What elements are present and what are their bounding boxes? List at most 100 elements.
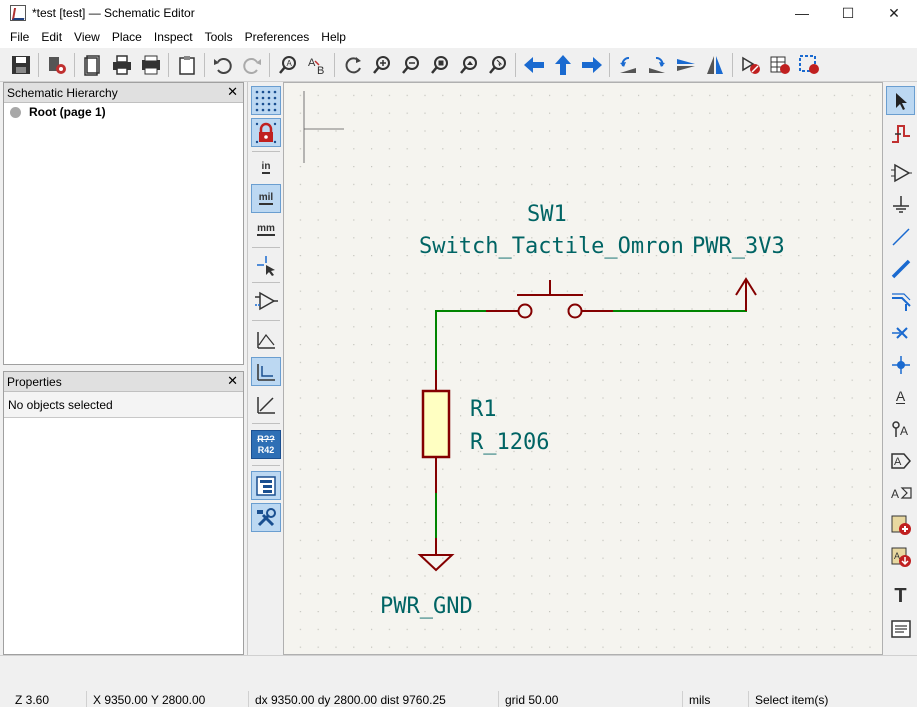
save-icon[interactable] (6, 50, 35, 80)
line-mode-free-icon[interactable] (251, 325, 281, 354)
hierarchy-navigator-icon[interactable] (251, 471, 281, 500)
units-inches-label: in (261, 161, 271, 174)
add-sheet-icon[interactable] (886, 510, 915, 539)
power-gnd-symbol[interactable] (417, 538, 455, 572)
add-symbol-icon[interactable] (886, 158, 915, 187)
hidden-pins-icon[interactable] (251, 286, 281, 315)
hierarchy-root-item[interactable]: Root (page 1) (4, 103, 243, 121)
toolbar-separator (168, 52, 169, 77)
zoom-selection-icon[interactable] (483, 50, 512, 80)
close-icon[interactable]: ✕ (227, 373, 238, 388)
toolbar-separator (252, 247, 280, 248)
close-button[interactable]: ✕ (888, 4, 900, 21)
wire-sw-to-r1[interactable] (435, 310, 486, 370)
annotate-icon[interactable] (736, 50, 765, 80)
units-mils-button[interactable]: mil (251, 184, 281, 213)
import-sheet-pin-icon[interactable]: A (886, 542, 915, 571)
svg-text:A: A (894, 551, 900, 561)
resistor-value[interactable]: R_1206 (470, 430, 549, 455)
erc-icon[interactable] (794, 50, 823, 80)
menu-preferences[interactable]: Preferences (244, 30, 310, 44)
print-icon[interactable] (107, 50, 136, 80)
plot-icon[interactable] (136, 50, 165, 80)
paste-icon[interactable] (172, 50, 201, 80)
menu-inspect[interactable]: Inspect (153, 30, 193, 44)
add-hierarchical-label-icon[interactable]: A (886, 478, 915, 507)
redo-icon[interactable] (237, 50, 266, 80)
power-gnd-label[interactable]: PWR_GND (380, 594, 473, 619)
undo-icon[interactable] (208, 50, 237, 80)
grid-toggle-icon[interactable] (251, 86, 281, 115)
units-mm-button[interactable]: mm (251, 215, 281, 244)
grid-lock-icon[interactable] (251, 118, 281, 147)
close-icon[interactable]: ✕ (227, 84, 238, 99)
svg-text:A: A (286, 59, 292, 68)
units-inches-button[interactable]: in (251, 153, 281, 182)
menu-help[interactable]: Help (321, 30, 346, 44)
line-mode-45-icon[interactable] (251, 390, 281, 419)
no-connect-icon[interactable] (886, 318, 915, 347)
properties-manager-icon[interactable] (251, 503, 281, 532)
rotate-cw-icon[interactable] (642, 50, 671, 80)
maximize-button[interactable]: ☐ (841, 4, 855, 21)
symbol-fields-icon[interactable] (765, 50, 794, 80)
zoom-in-icon[interactable] (367, 50, 396, 80)
add-label-glyph: A (895, 388, 906, 404)
find-icon[interactable]: A (273, 50, 302, 80)
line-mode-90-icon[interactable] (251, 357, 281, 386)
power-3v3-symbol[interactable] (735, 277, 757, 311)
resistor-reference[interactable]: R1 (470, 397, 497, 422)
schematic-drawing: SW1 Switch_Tactile_Omron PWR_3V3 R1 R_12… (284, 83, 882, 654)
annotation-badge-top: R?? (257, 433, 275, 444)
status-delta: dx 9350.00 dy 2800.00 dist 9760.25 (255, 693, 446, 707)
select-tool-icon[interactable] (886, 86, 915, 115)
add-global-label-icon[interactable]: A (886, 446, 915, 475)
add-textbox-icon[interactable] (886, 614, 915, 643)
navigate-back-icon[interactable] (519, 50, 548, 80)
menu-tools[interactable]: Tools (204, 30, 233, 44)
power-3v3-label[interactable]: PWR_3V3 (692, 234, 785, 259)
switch-reference[interactable]: SW1 (527, 202, 567, 227)
schematic-canvas[interactable]: SW1 Switch_Tactile_Omron PWR_3V3 R1 R_12… (283, 82, 883, 655)
menu-edit[interactable]: Edit (41, 30, 63, 44)
mirror-vertical-icon[interactable] (671, 50, 700, 80)
cursor-crosshair-icon[interactable] (251, 250, 281, 279)
zoom-fit-icon[interactable] (425, 50, 454, 80)
rotate-ccw-icon[interactable] (613, 50, 642, 80)
navigate-up-icon[interactable] (548, 50, 577, 80)
schematic-setup-icon[interactable] (42, 50, 71, 80)
page-settings-icon[interactable] (78, 50, 107, 80)
add-label-icon[interactable]: A (886, 382, 915, 411)
window-title: *test [test] — Schematic Editor (32, 6, 195, 20)
toolbar-separator (269, 52, 270, 77)
menu-file[interactable]: File (10, 30, 30, 44)
menu-view[interactable]: View (74, 30, 100, 44)
add-wire-icon[interactable] (886, 222, 915, 251)
add-text-icon[interactable]: T (886, 582, 915, 611)
add-bus-icon[interactable] (886, 254, 915, 283)
add-junction-icon[interactable] (886, 350, 915, 379)
zoom-objects-icon[interactable] (454, 50, 483, 80)
toolbar-separator (252, 320, 280, 321)
switch-sw1-symbol[interactable] (486, 280, 613, 319)
highlight-net-icon[interactable] (886, 118, 915, 147)
add-power-icon[interactable] (886, 190, 915, 219)
add-bus-entry-icon[interactable] (886, 286, 915, 315)
right-toolbar: A A A A A T (883, 82, 917, 655)
navigate-forward-icon[interactable] (577, 50, 606, 80)
minimize-button[interactable]: — (795, 5, 809, 21)
add-net-class-icon[interactable]: A (886, 414, 915, 443)
zoom-out-icon[interactable] (396, 50, 425, 80)
toolbar-separator (252, 282, 280, 283)
properties-panel-header: Properties ✕ (4, 372, 243, 392)
annotation-toggle-button[interactable]: R?? R42 (251, 430, 281, 459)
mirror-horizontal-icon[interactable] (700, 50, 729, 80)
switch-value[interactable]: Switch_Tactile_Omron (419, 234, 684, 259)
menu-place[interactable]: Place (111, 30, 142, 44)
resistor-r1-symbol[interactable] (421, 370, 451, 493)
status-divider (248, 691, 249, 707)
refresh-icon[interactable] (338, 50, 367, 80)
